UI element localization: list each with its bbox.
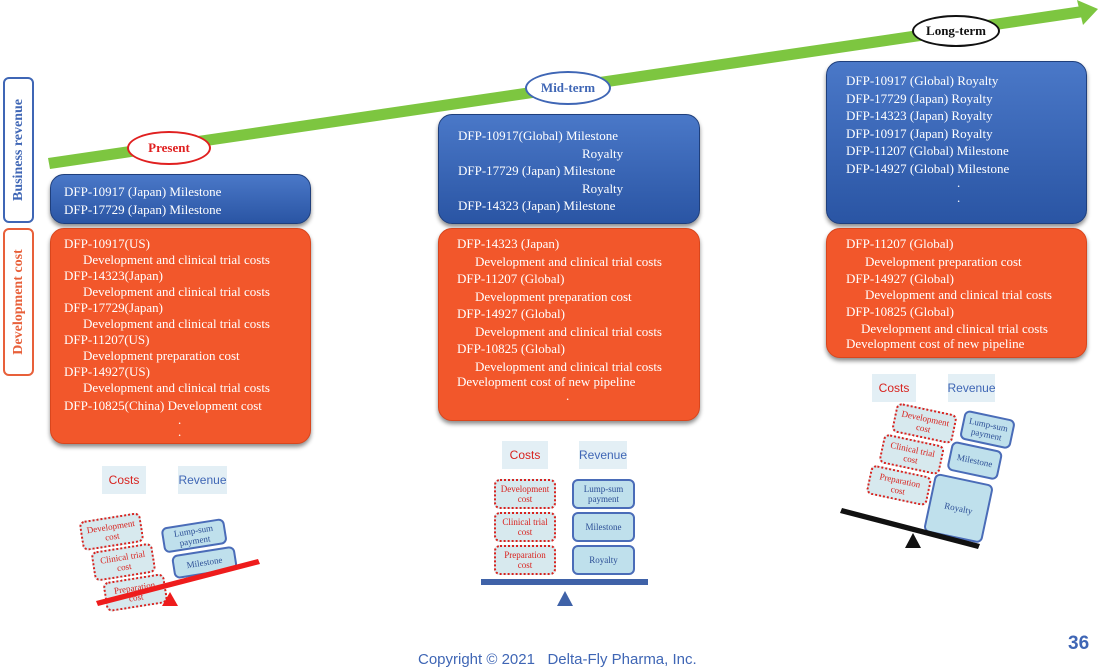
mid-cost-line: Development cost of new pipeline <box>457 374 636 389</box>
present-cost-ellipsis: . <box>178 412 182 427</box>
long-revenue-ellipsis: . <box>957 190 961 205</box>
long-revenue-line: DFP-14927 (Global) Milestone <box>846 161 1010 176</box>
page-number: 36 <box>1068 633 1090 654</box>
present-cost-box: DFP-10917(US) Development and clinical t… <box>50 228 311 444</box>
present-cost-line: Development and clinical trial costs <box>83 380 270 395</box>
long-cost-line: DFP-10825 (Global) <box>846 304 954 319</box>
long-cost-line: Development and clinical trial costs <box>865 287 1052 302</box>
present-costs-tag: Costs <box>102 466 146 494</box>
long-revenue-line: DFP-17729 (Japan) Royalty <box>846 91 993 106</box>
present-oval: Present <box>127 131 211 165</box>
copyright-footer: Copyright © 2021 Delta-Fly Pharma, Inc. <box>418 651 697 668</box>
mid-cost-box: DFP-14323 (Japan) Development and clinic… <box>438 228 700 421</box>
present-cost-line: DFP-10917(US) <box>64 236 150 251</box>
present-revenue-box: DFP-10917 (Japan) Milestone DFP-17729 (J… <box>50 174 311 224</box>
mid-revenue-line: Royalty <box>582 146 624 161</box>
mid-revenue-tag: Revenue <box>579 441 627 469</box>
mid-term-label: Mid-term <box>540 80 596 95</box>
present-label: Present <box>148 140 190 155</box>
long-cost-box: DFP-11207 (Global) Development preparati… <box>826 228 1087 358</box>
long-revenue-ellipsis: . <box>957 175 961 190</box>
mid-cost-line: Development and clinical trial costs <box>475 359 662 374</box>
long-costs-tag: Costs <box>872 374 916 402</box>
long-revenue-line: DFP-14323 (Japan) Royalty <box>846 108 993 123</box>
long-revenue-line: DFP-11207 (Global) Milestone <box>846 143 1009 158</box>
mid-revenue-box: DFP-10917(Global) Milestone Royalty DFP-… <box>438 114 700 224</box>
long-revenue-line: DFP-10917 (Global) Royalty <box>846 73 999 88</box>
mid-cost-line: Development and clinical trial costs <box>475 254 662 269</box>
mid-lump-sum-block: Lump-sum payment <box>572 479 635 509</box>
present-revenue-line: DFP-10917 (Japan) Milestone <box>64 184 222 199</box>
mid-royalty-block: Royalty <box>572 545 635 575</box>
present-cost-line: DFP-17729(Japan) <box>64 300 163 315</box>
long-cost-line: Development and clinical trial costs <box>861 321 1048 336</box>
mid-cost-line: Development and clinical trial costs <box>475 324 662 339</box>
mid-development-cost-block: Development cost <box>494 479 556 509</box>
long-revenue-tag: Revenue <box>947 374 996 402</box>
present-cost-line: Development and clinical trial costs <box>83 316 270 331</box>
present-cost-line: Development and clinical trial costs <box>83 284 270 299</box>
mid-cost-line: Development preparation cost <box>475 289 632 304</box>
mid-cost-ellipsis: . <box>566 388 570 403</box>
present-revenue-tag: Revenue <box>178 466 227 494</box>
present-cost-line: DFP-14323(Japan) <box>64 268 163 283</box>
mid-costs-tag: Costs <box>502 441 548 469</box>
mid-cost-line: DFP-14323 (Japan) <box>457 236 560 251</box>
long-term-oval: Long-term <box>912 15 1000 47</box>
mid-cost-line: DFP-14927 (Global) <box>457 306 565 321</box>
long-revenue-box: DFP-10917 (Global) Royalty DFP-17729 (Ja… <box>826 61 1087 224</box>
present-cost-line: DFP-10825(China) Development cost <box>64 398 262 413</box>
present-cost-line: Development preparation cost <box>83 348 240 363</box>
mid-revenue-line: Royalty <box>582 181 624 196</box>
long-cost-line: DFP-11207 (Global) <box>846 236 954 251</box>
mid-revenue-line: DFP-17729 (Japan) Milestone <box>458 163 616 178</box>
long-cost-line: DFP-14927 (Global) <box>846 271 954 286</box>
mid-revenue-line: DFP-14323 (Japan) Milestone <box>458 198 616 213</box>
long-cost-line: Development preparation cost <box>865 254 1022 269</box>
present-cost-line: DFP-14927(US) <box>64 364 150 379</box>
long-cost-line: Development cost of new pipeline <box>846 336 1025 351</box>
mid-term-oval: Mid-term <box>525 71 611 105</box>
business-revenue-side-label: Business revenue <box>3 77 34 223</box>
development-cost-side-label: Development cost <box>3 228 34 376</box>
mid-preparation-cost-block: Preparation cost <box>494 545 556 575</box>
mid-cost-line: DFP-11207 (Global) <box>457 271 565 286</box>
mid-revenue-line: DFP-10917(Global) Milestone <box>458 128 618 143</box>
present-revenue-line: DFP-17729 (Japan) Milestone <box>64 202 222 217</box>
mid-clinical-trial-cost-block: Clinical trial cost <box>494 512 556 542</box>
present-cost-line: DFP-11207(US) <box>64 332 150 347</box>
present-cost-ellipsis: . <box>178 424 182 439</box>
mid-milestone-block: Milestone <box>572 512 635 542</box>
long-term-label: Long-term <box>926 23 986 38</box>
present-cost-line: Development and clinical trial costs <box>83 252 270 267</box>
mid-cost-line: DFP-10825 (Global) <box>457 341 565 356</box>
long-revenue-line: DFP-10917 (Japan) Royalty <box>846 126 993 141</box>
